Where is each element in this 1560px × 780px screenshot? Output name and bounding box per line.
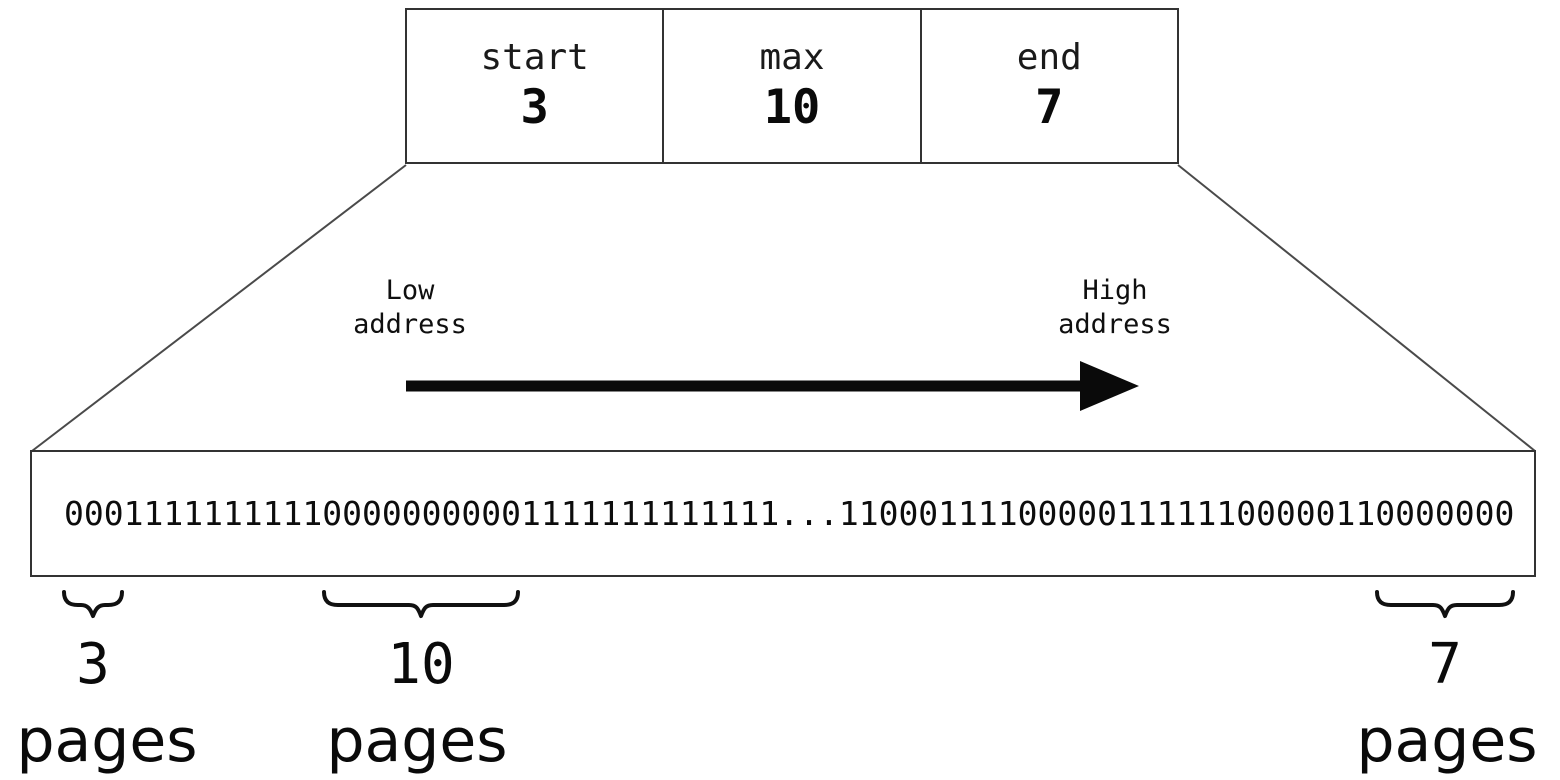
param-cell-start: start 3	[407, 10, 662, 162]
param-max-value: 10	[763, 79, 821, 135]
param-end-value: 7	[1035, 79, 1064, 135]
bitmap-bits: 000111111111100000000001111111111111...1…	[64, 494, 1515, 533]
high-address-line1: High	[1082, 275, 1148, 306]
params-table: start 3 max 10 end 7	[405, 8, 1179, 164]
start-pages-unit: pages	[16, 706, 198, 776]
address-arrow-head-icon	[1080, 361, 1139, 411]
max-pages-count: 10	[387, 632, 455, 697]
high-address-label: High address	[1005, 274, 1225, 342]
underbrace-start-icon	[62, 590, 124, 618]
underbrace-max-icon	[322, 590, 520, 618]
low-address-line1: Low	[385, 275, 435, 306]
start-pages-count: 3	[76, 632, 110, 697]
trapezoid-right-line	[1177, 164, 1536, 452]
param-start-label: start	[480, 37, 589, 79]
max-pages-unit: pages	[326, 706, 508, 776]
param-end-label: end	[1016, 37, 1082, 79]
high-address-line2: address	[1058, 308, 1172, 340]
param-start-value: 3	[520, 79, 549, 135]
param-max-label: max	[759, 37, 825, 79]
end-pages-count: 7	[1428, 632, 1462, 697]
bitmap-box: 000111111111100000000001111111111111...1…	[30, 450, 1536, 577]
param-cell-end: end 7	[919, 10, 1177, 162]
low-address-line2: address	[353, 308, 467, 340]
underbrace-end-icon	[1375, 590, 1515, 618]
low-address-label: Low address	[300, 274, 520, 342]
param-cell-max: max 10	[662, 10, 919, 162]
end-pages-unit: pages	[1356, 706, 1538, 776]
